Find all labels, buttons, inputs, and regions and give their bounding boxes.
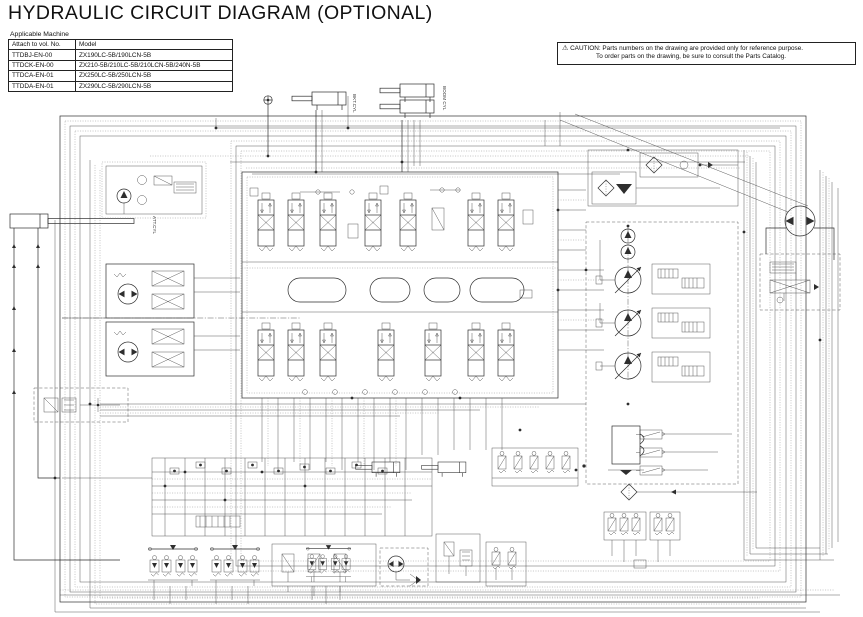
bucket-cylinder: BKT.CYL (291, 91, 357, 113)
attachment-cylinder: ATT.CYL (9, 213, 157, 561)
pump-device (585, 221, 739, 485)
aux-cylinder-2 (421, 461, 467, 478)
pilot-valve-left (148, 545, 198, 586)
aux-cylinder-1 (355, 461, 401, 478)
travel-motor-left (105, 263, 195, 319)
warning-icon: ⚠ (562, 45, 569, 52)
attachment-cylinder-label: ATT.CYL (152, 216, 157, 234)
table-row: TTDDA-EN-01 ZX290LC-5B/290LCN-5B (8, 80, 233, 92)
return-filter (620, 483, 757, 501)
boom-cylinder-label: BOOM CYL (442, 86, 447, 111)
fan-motor-unit (379, 547, 429, 587)
aux-valve-block-1 (435, 533, 481, 583)
shuttle-valve-manifold (151, 457, 433, 537)
boom-cylinders: BOOM CYL (379, 83, 447, 119)
pilot-solenoid-bank (603, 511, 681, 569)
right-routing-bundle (743, 150, 839, 561)
caution-box: ⚠ CAUTION: Parts numbers on the drawing … (557, 42, 856, 66)
accumulator-unit (101, 161, 207, 219)
attachment-motor-valve (759, 253, 841, 311)
pilot-drop-lines (153, 586, 341, 604)
page-title: HYDRAULIC CIRCUIT DIAGRAM (OPTIONAL) (8, 2, 433, 24)
pilot-valve-right (210, 545, 260, 586)
pilot-shutoff-valve (33, 387, 129, 423)
aux-valve-block-2 (485, 541, 527, 587)
table-cell: ZX290LC-5B/290LCN-5B (75, 80, 233, 92)
pilot-lines-bundle (261, 398, 503, 470)
applicable-machine-table: Attach to vol. No. Model TTDBJ-EN-00 ZX1… (8, 38, 233, 92)
routing-top-bundle (150, 96, 780, 175)
proportional-valve-block (271, 543, 377, 596)
routing-outer-bundle (54, 115, 840, 613)
mid-tie-lines (62, 317, 586, 479)
caution-line1: ⚠ CAUTION: Parts numbers on the drawing … (562, 45, 804, 52)
caution-line2: To order parts on the drawing, be sure t… (596, 53, 787, 61)
grease-fitting (263, 95, 273, 105)
travel-motor-right (105, 321, 195, 377)
attachment-motor (559, 113, 835, 260)
bucket-cylinder-label: BKT.CYL (352, 94, 357, 113)
pilot-valve-travel-cluster (306, 545, 351, 582)
solenoid-valve-unit (491, 447, 586, 487)
oil-cooler (607, 425, 645, 476)
pump-feed-lines (558, 189, 604, 351)
junction-dots (53, 126, 822, 502)
suction-filter-unit (587, 149, 739, 207)
control-valve-block (241, 171, 559, 399)
applicable-machine-caption: Applicable Machine (10, 31, 69, 38)
